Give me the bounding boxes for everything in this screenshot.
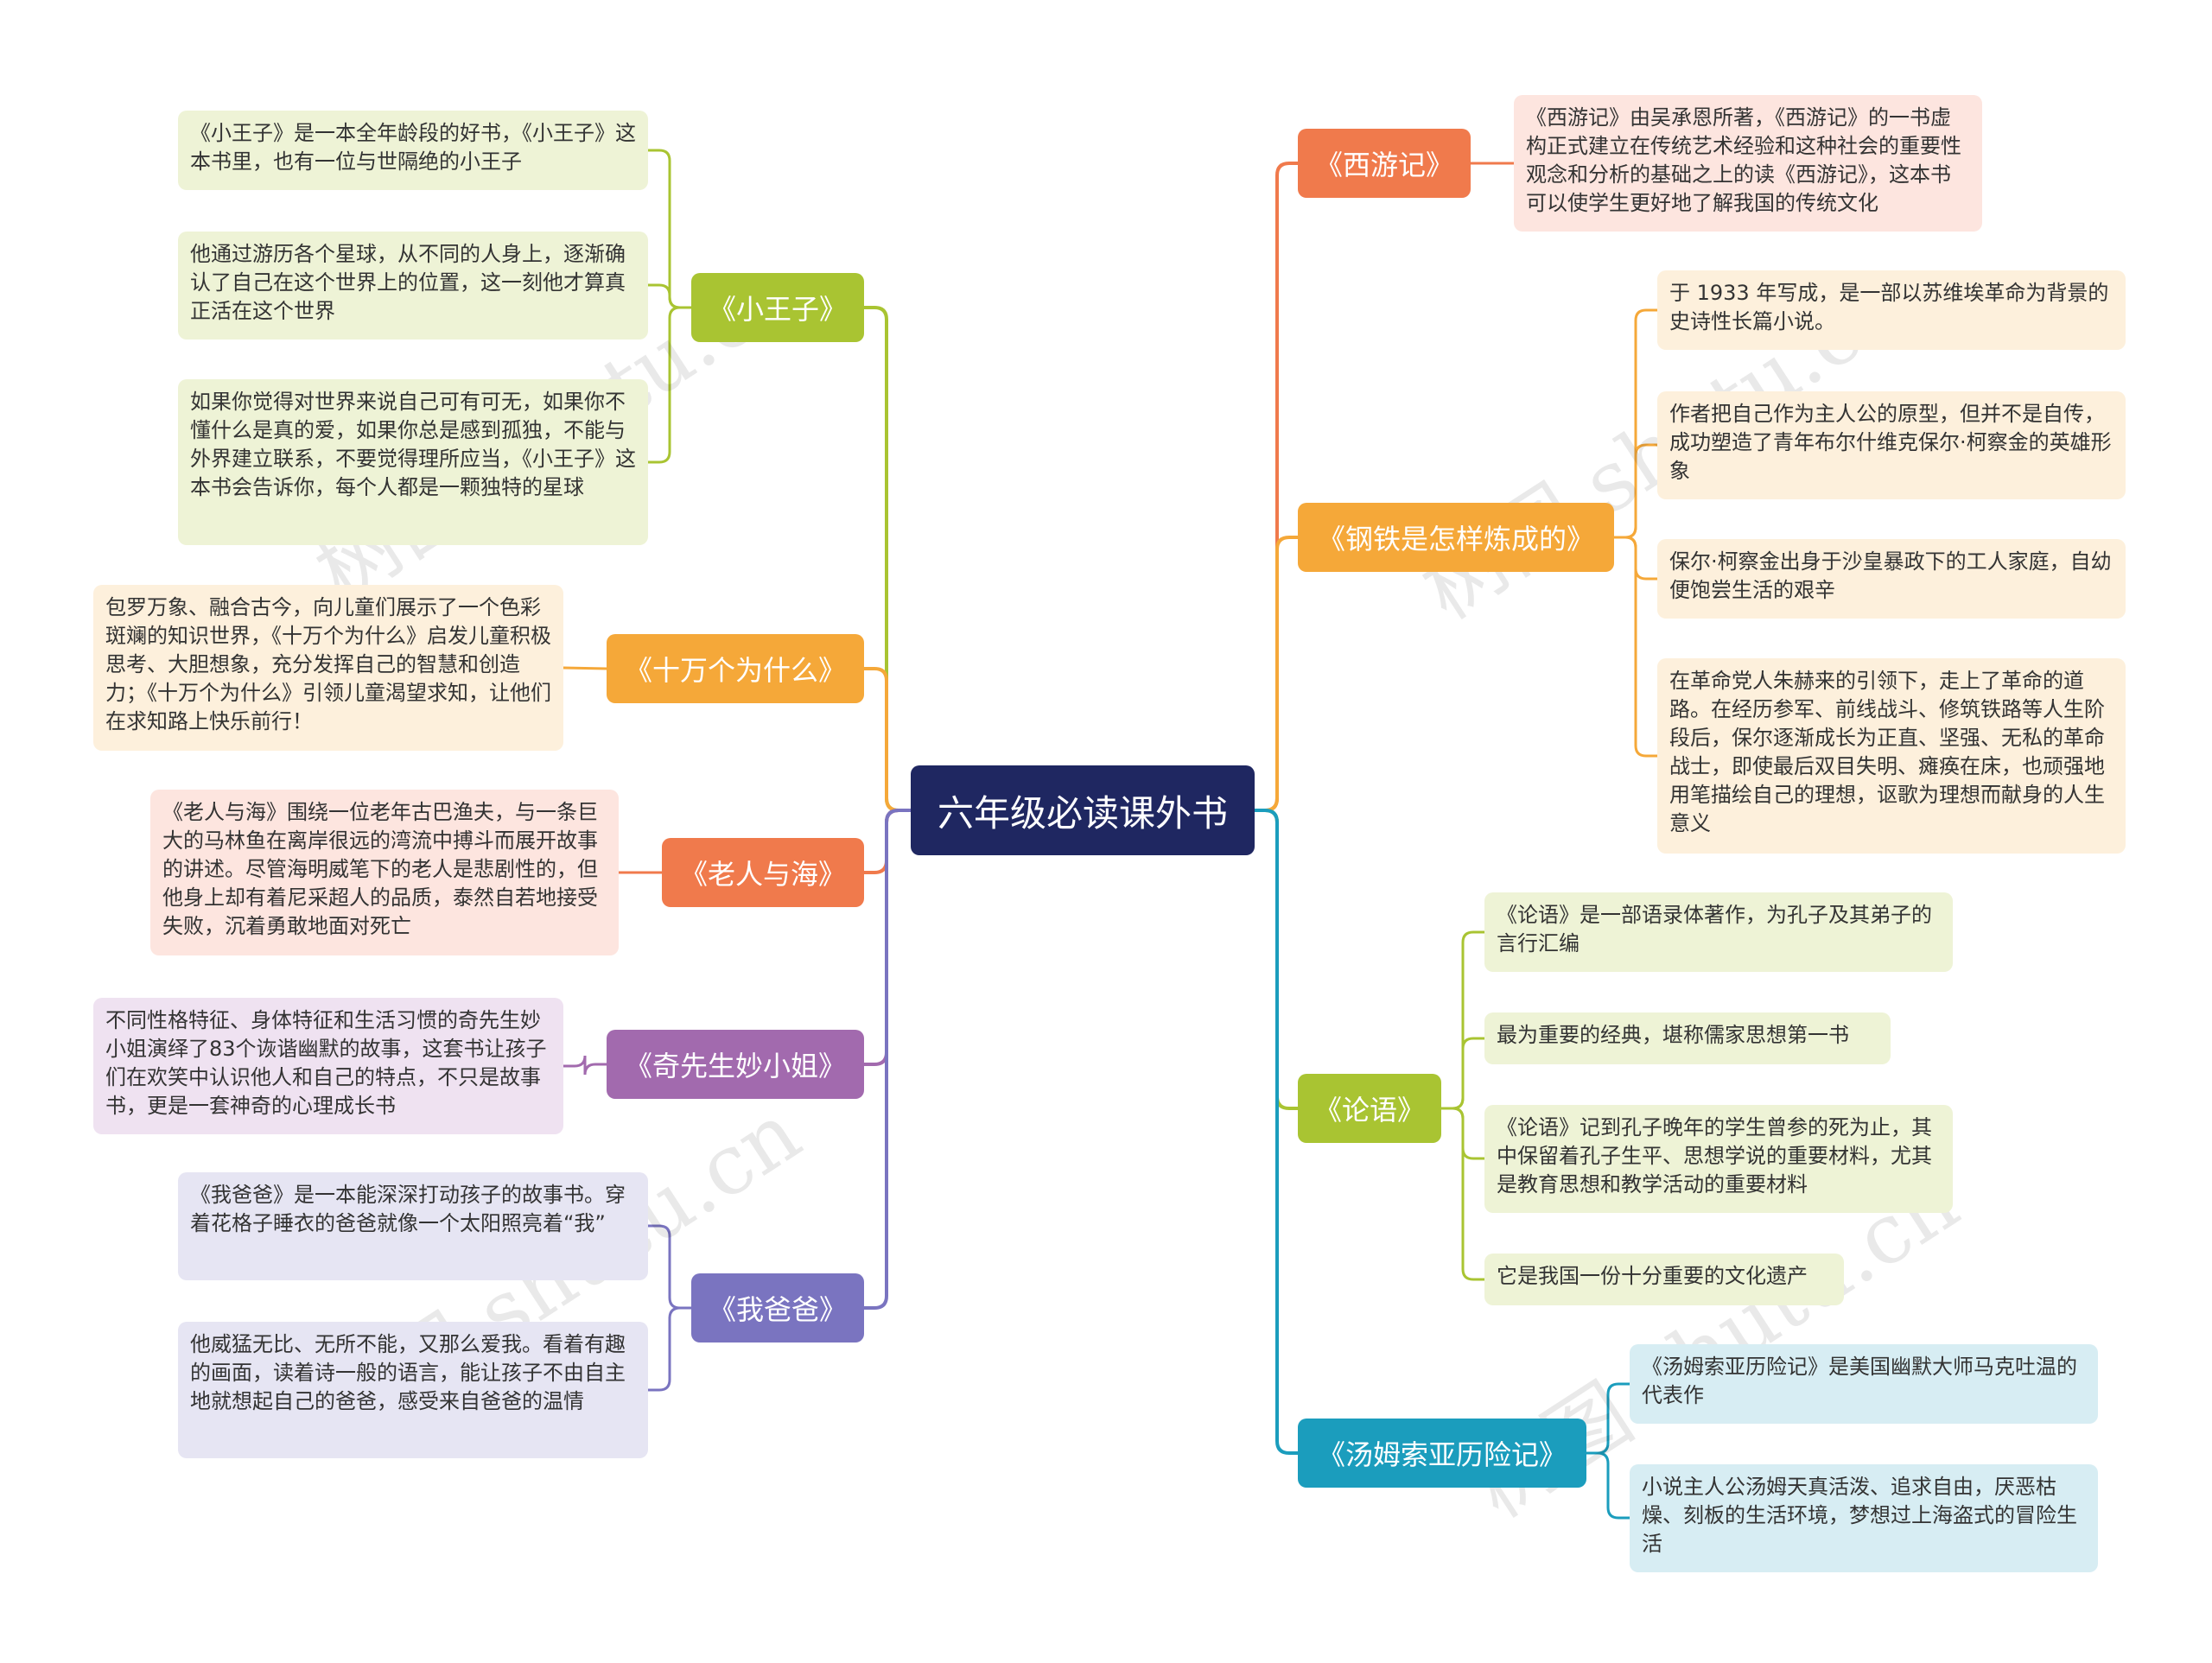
leaf-line [1612,536,1659,581]
root-branch-line [862,306,912,812]
leaf-qixiansheng-1: 不同性格特征、身体特征和生活习惯的奇先生妙小姐演绎了83个诙谐幽默的故事，这套书… [93,998,563,1134]
leaf-line [1440,930,1486,1110]
topic-lunyu[interactable]: 《论语》 [1298,1074,1441,1143]
leaf-lunyu-3: 《论语》记到孔子晚年的学生曾参的死为止，其中保留着孔子生平、思想学说的重要材料，… [1484,1105,1953,1213]
leaf-line [1585,1382,1631,1455]
leaf-line [646,1306,693,1392]
topic-tangmu[interactable]: 《汤姆索亚历险记》 [1298,1419,1586,1488]
leaf-line [646,306,693,464]
leaf-line [562,1055,608,1076]
root-branch-line [862,809,912,874]
root-branch-line [1253,536,1300,812]
root-branch-line [862,809,912,1310]
leaf-tangmu-2: 小说主人公汤姆天真活泼、追求自由，厌恶枯燥、刻板的生活环境，梦想过上海盗式的冒险… [1630,1464,2098,1572]
leaf-line [1440,1107,1486,1160]
root-branch-line [1253,809,1300,1110]
leaf-xiyouji-1: 《西游记》由吴承恩所著，《西游记》的一书虚构正式建立在传统艺术经验和这种社会的重… [1514,95,1982,232]
leaf-line [562,666,608,670]
topic-wobaba[interactable]: 《我爸爸》 [691,1273,864,1342]
leaf-xiaowangzi-1: 《小王子》是一本全年龄段的好书，《小王子》这本书里，也有一位与世隔绝的小王子 [178,111,648,190]
topic-shiwange[interactable]: 《十万个为什么》 [607,634,864,703]
leaf-laoren-1: 《老人与海》围绕一位老年古巴渔夫，与一条巨大的马林鱼在离岸很远的湾流中搏斗而展开… [150,790,619,955]
leaf-tangmu-1: 《汤姆索亚历险记》是美国幽默大师马克吐温的代表作 [1630,1344,2098,1424]
leaf-gangtie-1: 于 1933 年写成，是一部以苏维埃革命为背景的史诗性长篇小说。 [1657,270,2126,350]
root-branch-line [1253,809,1300,1455]
leaf-line [646,283,693,309]
leaf-line [1612,536,1659,758]
topic-laoren[interactable]: 《老人与海》 [662,838,864,907]
topic-gangtie[interactable]: 《钢铁是怎样炼成的》 [1298,503,1614,572]
topic-qixiansheng[interactable]: 《奇先生妙小姐》 [607,1030,864,1099]
leaf-line [1612,308,1659,539]
root-branch-line [862,809,912,1066]
leaf-line [646,1224,693,1310]
leaf-lunyu-4: 它是我国一份十分重要的文化遗产 [1484,1254,1844,1305]
leaf-gangtie-3: 保尔·柯察金出身于沙皇暴政下的工人家庭，自幼便饱尝生活的艰辛 [1657,539,2126,619]
leaf-line [646,149,693,309]
leaf-lunyu-2: 最为重要的经典，堪称儒家思想第一书 [1484,1012,1891,1064]
leaf-line [1612,443,1659,539]
leaf-lunyu-1: 《论语》是一部语录体著作，为孔子及其弟子的言行汇编 [1484,892,1953,972]
leaf-xiaowangzi-3: 如果你觉得对世界来说自己可有可无，如果你不懂什么是真的爱，如果你总是感到孤独，不… [178,379,648,545]
leaf-gangtie-4: 在革命党人朱赫来的引领下，走上了革命的道路。在经历参军、前线战斗、修筑铁路等人生… [1657,658,2126,854]
leaf-gangtie-2: 作者把自己作为主人公的原型，但并不是自传，成功塑造了青年布尔什维克保尔·柯察金的… [1657,391,2126,499]
leaf-line [1440,1107,1486,1281]
root-branch-line [862,667,912,812]
root-branch-line [1253,162,1300,812]
leaf-wobaba-2: 他威猛无比、无所不能，又那么爱我。看着有趣的画面，读着诗一般的语言，能让孩子不由… [178,1322,648,1458]
topic-xiaowangzi[interactable]: 《小王子》 [691,273,864,342]
leaf-wobaba-1: 《我爸爸》是一本能深深打动孩子的故事书。穿着花格子睡衣的爸爸就像一个太阳照亮着“… [178,1172,648,1280]
leaf-line [1585,1451,1631,1520]
leaf-xiaowangzi-2: 他通过游历各个星球，从不同的人身上，逐渐确认了自己在这个世界上的位置，这一刻他才… [178,232,648,340]
leaf-shiwange-1: 包罗万象、融合古今，向儿童们展示了一个色彩斑斓的知识世界，《十万个为什么》启发儿… [93,585,563,751]
leaf-line [1440,1037,1486,1110]
root-topic[interactable]: 六年级必读课外书 [911,765,1255,855]
topic-xiyouji[interactable]: 《西游记》 [1298,129,1471,198]
